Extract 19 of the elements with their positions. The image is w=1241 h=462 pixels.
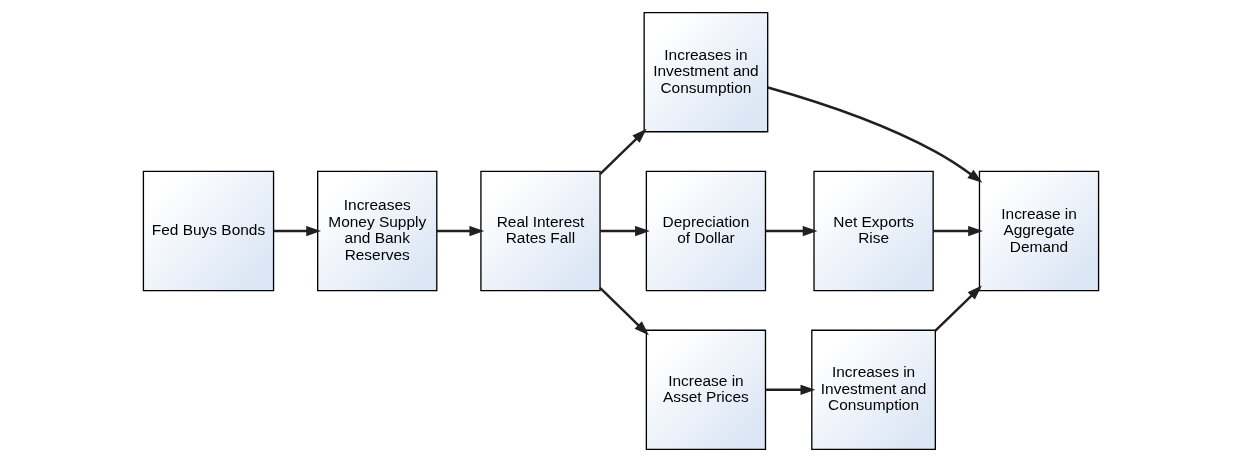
arrow — [436, 225, 484, 237]
node-box: Increases Money Supply and Bank Reserves — [316, 170, 437, 292]
arrow — [765, 225, 818, 237]
arrow — [599, 225, 650, 237]
node-box: Increases in Investment and Consumption — [643, 11, 768, 133]
arrow — [765, 384, 815, 395]
node-box: Increases in Investment and Consumption — [810, 329, 936, 451]
node-box: Depreciation of Dollar — [645, 170, 766, 292]
arrow — [932, 225, 983, 237]
node-box: Increase in Asset Prices — [645, 329, 766, 451]
node-box: Fed Buys Bonds — [142, 170, 274, 292]
arrow — [273, 225, 321, 237]
node-box: Real Interest Rates Fall — [479, 170, 601, 292]
node-box: Increase in Aggregate Demand — [978, 170, 1099, 292]
node-box: Net Exports Rise — [812, 170, 934, 292]
arrow — [934, 285, 982, 332]
arrow — [767, 86, 982, 183]
arrow — [598, 128, 647, 175]
arrow — [598, 287, 649, 336]
